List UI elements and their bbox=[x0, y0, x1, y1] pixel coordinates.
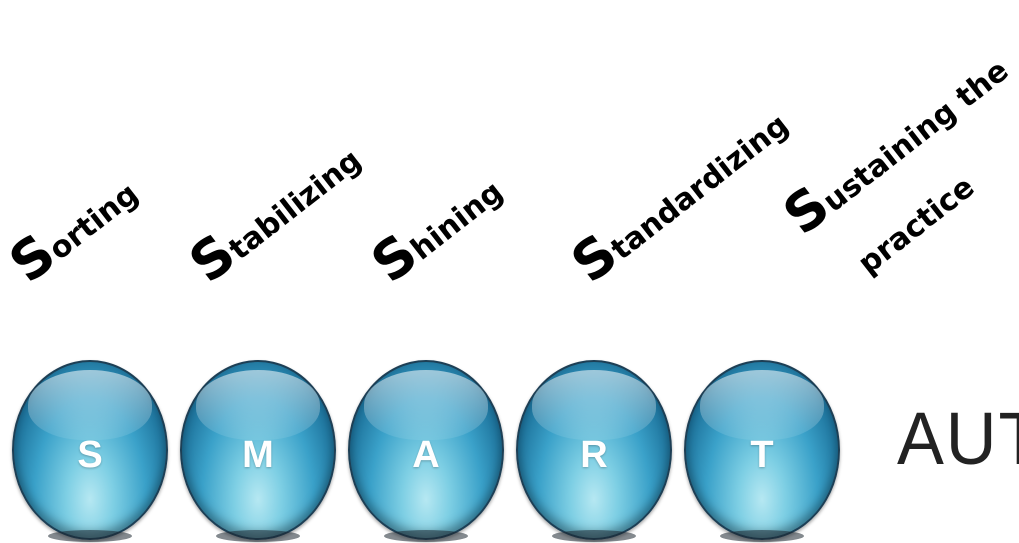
side-text: AUT bbox=[897, 397, 1019, 480]
label-standardizing: Standardizing bbox=[560, 93, 796, 295]
ball-t: T bbox=[684, 360, 840, 542]
label-rest: ustaining the bbox=[816, 53, 1016, 220]
label-sorting: Sorting bbox=[0, 162, 146, 295]
ball-letter: A bbox=[412, 434, 440, 476]
label-sustaining: Sustaining the bbox=[772, 39, 1016, 247]
label-rest: hining bbox=[404, 174, 510, 268]
ball-letter: T bbox=[750, 434, 774, 476]
label-stabilizing: Stabilizing bbox=[178, 129, 369, 295]
ball-letter: R bbox=[580, 434, 608, 476]
ball-letter: M bbox=[242, 434, 274, 476]
ball-r: R bbox=[516, 360, 672, 542]
label-shining: Shining bbox=[360, 160, 511, 295]
label-rest: tabilizing bbox=[222, 142, 369, 268]
ball-a: A bbox=[348, 360, 504, 542]
ball-m: M bbox=[180, 360, 336, 542]
label-rest: tandardizing bbox=[604, 107, 796, 268]
label-rest: orting bbox=[42, 176, 146, 268]
ball-s: S bbox=[12, 360, 168, 542]
ball-letter: S bbox=[77, 434, 103, 476]
